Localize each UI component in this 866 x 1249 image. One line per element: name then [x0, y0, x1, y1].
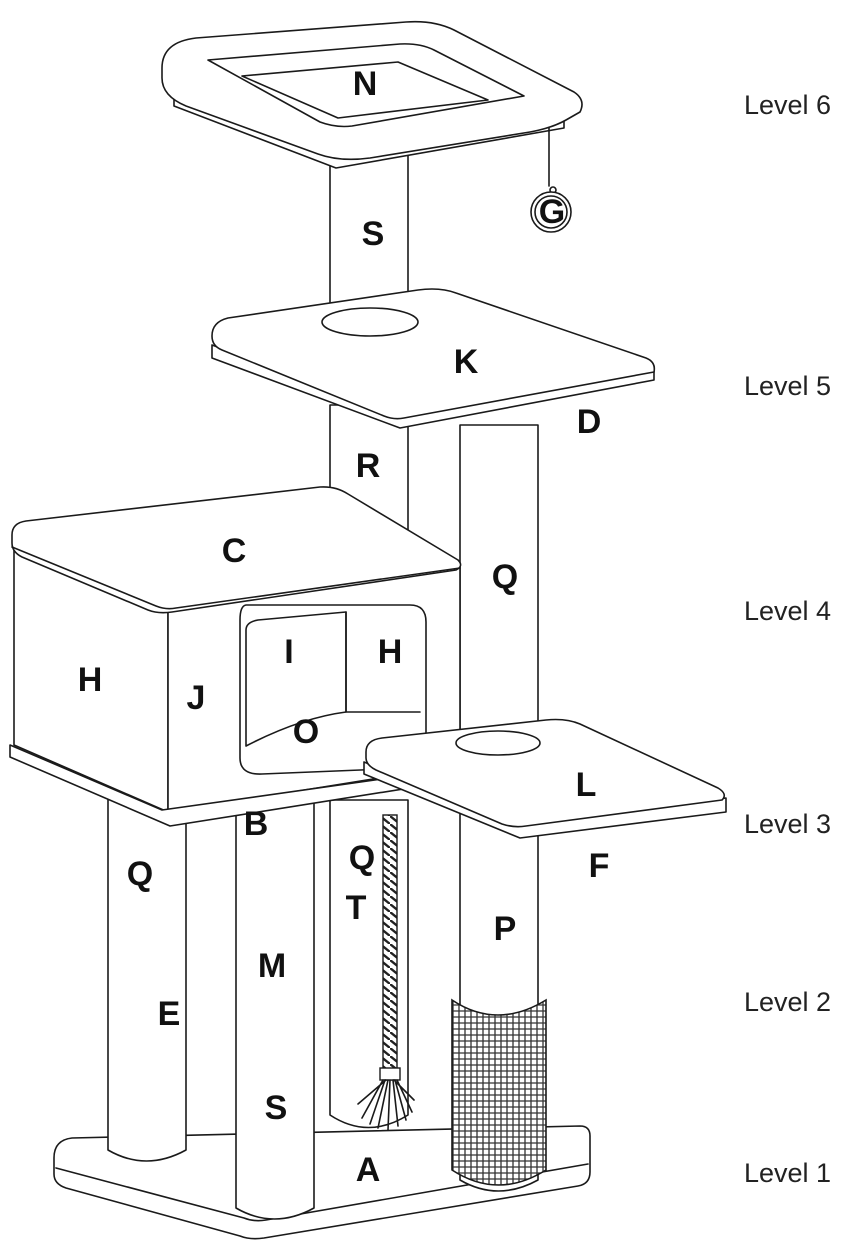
part-label-o: O	[293, 713, 319, 751]
part-label-e: E	[158, 995, 181, 1033]
part-label-k: K	[454, 343, 479, 381]
platform-l	[363, 718, 727, 839]
level-label-1: Level 1	[744, 1158, 832, 1188]
sisal-rope	[379, 814, 401, 1081]
part-label-g: G	[539, 193, 565, 231]
part-label-c: C	[222, 532, 247, 570]
part-label-n: N	[353, 65, 378, 103]
part-label-a: A	[356, 1151, 381, 1189]
level-label-6: Level 6	[744, 90, 832, 120]
part-label-p: P	[494, 910, 517, 948]
part-label-m: M	[258, 947, 286, 985]
part-label-b: B	[244, 805, 269, 843]
level-label-3: Level 3	[744, 809, 832, 839]
part-label-d: D	[577, 403, 602, 441]
part-label-h-window: H	[378, 633, 403, 671]
rope-tassel	[357, 1079, 415, 1131]
part-label-t: T	[346, 889, 367, 927]
part-label-f: F	[589, 847, 610, 885]
part-label-r: R	[356, 447, 381, 485]
part-label-q-back: Q	[349, 839, 375, 877]
part-label-s-top: S	[362, 215, 385, 253]
part-label-s-lower: S	[265, 1089, 288, 1127]
part-label-j: J	[187, 679, 206, 717]
platform-k	[211, 288, 656, 429]
hanging-toy	[530, 127, 572, 233]
part-label-q-left: Q	[127, 855, 153, 893]
top-bed-n	[161, 20, 583, 169]
part-label-i: I	[284, 633, 293, 671]
level-label-5: Level 5	[744, 371, 832, 401]
scratch-brush	[451, 998, 547, 1186]
part-label-h-side: H	[78, 661, 103, 699]
lower-left-post	[107, 794, 187, 1162]
house-roof	[11, 486, 462, 614]
part-label-q-tall: Q	[492, 558, 518, 596]
part-label-l: L	[576, 766, 597, 804]
level-label-4: Level 4	[744, 596, 832, 626]
level-label-2: Level 2	[744, 987, 832, 1017]
front-post-s	[235, 779, 315, 1220]
